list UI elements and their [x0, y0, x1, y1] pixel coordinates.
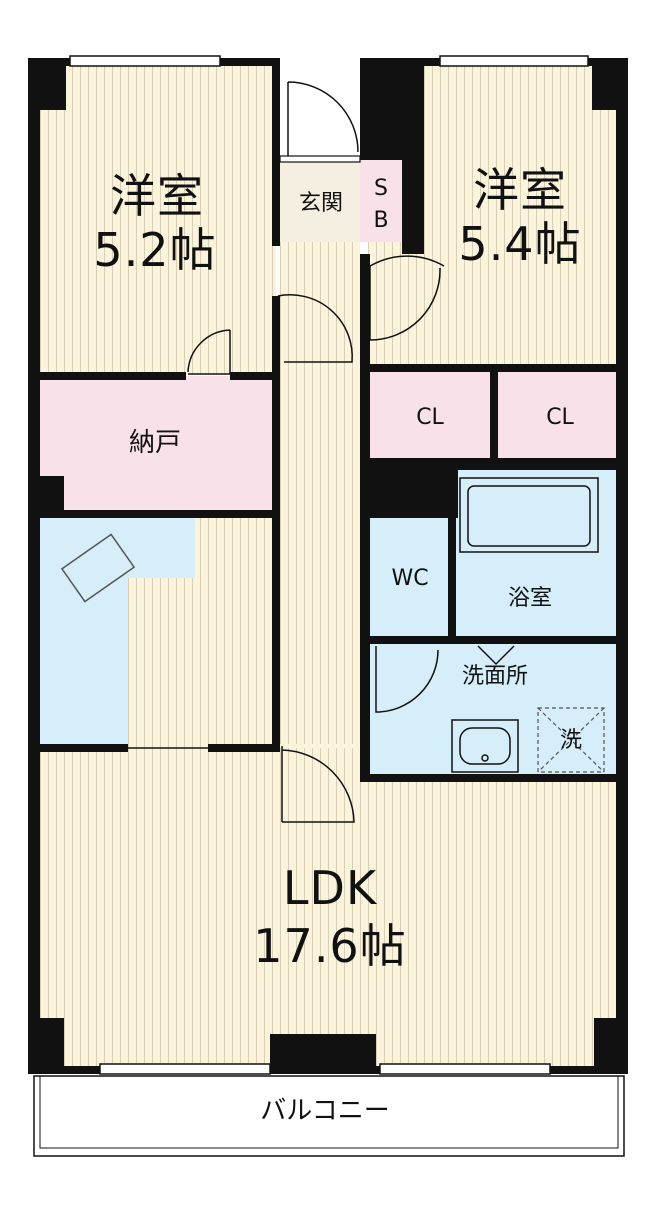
column-storage — [38, 476, 64, 512]
column-entrance-lower — [402, 58, 424, 254]
room-right-name: 洋室 — [473, 163, 567, 217]
outer-wall-left — [28, 58, 40, 1074]
wall-right-hall — [360, 254, 370, 778]
entrance-floor — [280, 160, 360, 242]
toilet-label: WC — [391, 566, 429, 591]
ldk-name: LDK — [282, 861, 378, 915]
balcony-label: バルコニー — [260, 1096, 390, 1126]
storage-label: 納戸 — [128, 428, 181, 458]
column-top-left — [28, 58, 66, 110]
wall-room-left-right — [272, 66, 280, 246]
ldk-size: 17.6帖 — [253, 919, 407, 973]
wall-room-left-bottom-2 — [230, 372, 276, 380]
wall-closet-divider — [490, 372, 498, 462]
column-bottom-center — [270, 1034, 376, 1074]
bathroom-floor — [456, 470, 618, 636]
wall-washroom-bottom — [360, 774, 628, 782]
closet-right-floor — [498, 372, 620, 460]
washer-label: 洗 — [559, 728, 582, 753]
entrance-door-swing — [287, 81, 359, 160]
washing-machine-icon — [537, 707, 605, 773]
bathtub-icon — [459, 477, 599, 553]
wall-room-right-bottom — [360, 364, 628, 372]
column-top-right — [592, 58, 628, 110]
shoe-box-area — [360, 160, 402, 242]
balcony-outline — [33, 1075, 625, 1157]
wall-ldk-left — [38, 744, 128, 752]
entrance-label: 玄関 — [298, 191, 343, 216]
room-right-size: 5.4帖 — [458, 217, 582, 271]
wall-wc-bath — [448, 470, 456, 642]
toilet-floor — [370, 518, 450, 636]
entrance-step — [279, 155, 361, 163]
washroom-label: 洗面所 — [461, 664, 528, 689]
outer-wall-right — [616, 58, 628, 1074]
wall-bath-bottom — [360, 636, 628, 644]
western-room-left-floor — [38, 62, 276, 374]
bathroom-label: 浴室 — [507, 586, 552, 611]
wall-left-hall — [272, 296, 280, 748]
closet-right-label: CL — [546, 405, 574, 430]
closet-left-floor — [368, 372, 490, 460]
desk-icon — [60, 533, 136, 603]
wall-storage-bottom — [38, 510, 276, 518]
column-entrance — [360, 58, 402, 160]
desk-counter-area — [38, 518, 195, 746]
closet-left-label: CL — [416, 405, 444, 430]
wall-hall-end — [280, 744, 360, 748]
balcony-inner — [39, 1075, 619, 1149]
door-swings — [128, 255, 515, 823]
windows — [69, 55, 589, 1075]
wall-ldk-mid — [208, 744, 280, 752]
wall-room-left-bottom — [38, 372, 186, 380]
room-left-name: 洋室 — [110, 169, 204, 223]
column-bottom-left — [28, 1018, 64, 1074]
storage-floor — [38, 376, 274, 512]
shoe-box-label-s: S — [374, 176, 388, 201]
entrance-door-opening — [280, 80, 360, 162]
washroom-floor — [370, 644, 620, 776]
room-left-size: 5.2帖 — [93, 223, 217, 277]
column-bottom-right — [594, 1018, 628, 1074]
shoe-box-label-b: B — [373, 208, 389, 233]
sink-icon — [451, 719, 519, 773]
wall-closet-bottom — [360, 458, 628, 470]
